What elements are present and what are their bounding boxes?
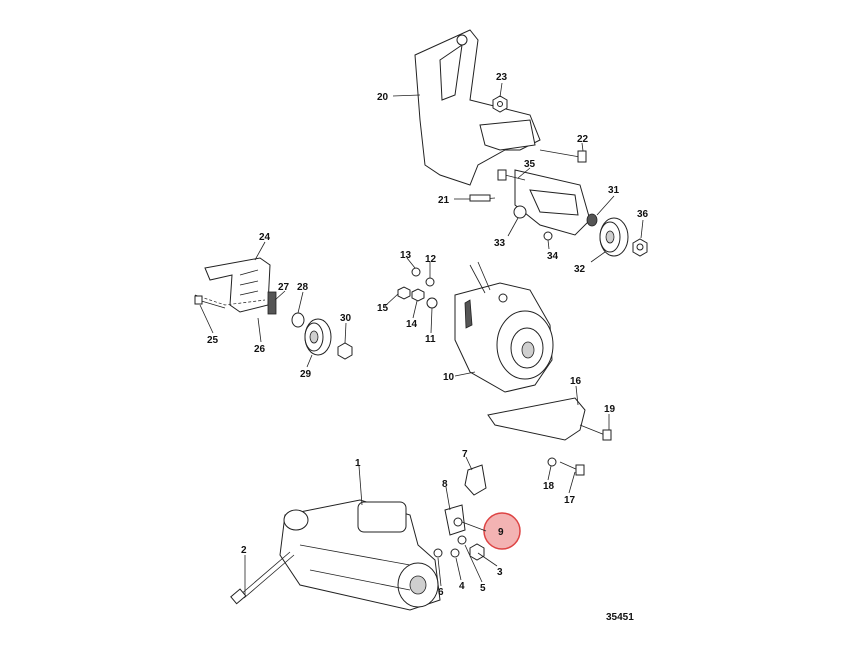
callout-33: 33 [494, 238, 506, 249]
callout-15: 15 [377, 303, 389, 314]
callout-27: 27 [278, 282, 290, 293]
stud-27 [267, 291, 277, 315]
callout-14: 14 [406, 319, 418, 330]
brace-16 [487, 397, 612, 441]
callout-32: 32 [574, 264, 586, 275]
callout-19: 19 [604, 404, 616, 415]
bolt-2 [230, 551, 295, 605]
pulley-29 [304, 318, 332, 356]
nut-36 [632, 238, 648, 257]
highlight-circle [483, 512, 521, 550]
washer-34 [543, 231, 553, 241]
callout-4: 4 [459, 581, 465, 592]
callout-34: 34 [547, 251, 559, 262]
bolt-35 [497, 169, 526, 181]
washer-4 [450, 548, 460, 558]
callout-35: 35 [524, 159, 536, 170]
callout-7: 7 [462, 449, 468, 460]
alternator [454, 261, 554, 393]
callout-10: 10 [443, 372, 455, 383]
leader-lines [199, 82, 644, 595]
callout-28: 28 [297, 282, 309, 293]
callout-22: 22 [577, 134, 589, 145]
nut-30 [337, 342, 353, 360]
alternator-mount-bracket [414, 29, 591, 236]
bracket-24 [194, 257, 271, 313]
callout-18: 18 [543, 481, 555, 492]
callout-9: 9 [498, 527, 504, 538]
nut-3 [469, 543, 485, 561]
bolt-17-washer-18 [547, 457, 585, 476]
callout-29: 29 [300, 369, 312, 380]
callout-20: 20 [377, 92, 389, 103]
callout-23: 23 [496, 72, 508, 83]
callout-26: 26 [254, 344, 266, 355]
callout-3: 3 [497, 567, 503, 578]
boot-7 [464, 464, 487, 496]
callouts: 1 2 3 4 5 6 7 8 9 10 11 12 13 14 15 16 1… [207, 72, 649, 598]
nut-6 [433, 548, 443, 558]
starter-motor [279, 499, 441, 611]
callout-36: 36 [637, 209, 649, 220]
callout-30: 30 [340, 313, 352, 324]
callout-5: 5 [480, 583, 486, 594]
callout-12: 12 [425, 254, 437, 265]
small-hardware [397, 267, 438, 309]
diagram-number: 35451 [606, 612, 634, 623]
bolt-22 [539, 149, 587, 163]
callout-8: 8 [442, 479, 448, 490]
callout-17: 17 [564, 495, 576, 506]
callout-1: 1 [355, 458, 361, 469]
idler-pulley-32 [599, 217, 629, 257]
bolt-25 [194, 295, 226, 309]
callout-11: 11 [425, 334, 436, 345]
spacer-28 [291, 312, 305, 328]
callout-16: 16 [570, 376, 582, 387]
nut-23 [492, 95, 508, 113]
callout-6: 6 [438, 587, 444, 598]
callout-21: 21 [438, 195, 450, 206]
washer-5 [457, 535, 467, 545]
callout-24: 24 [259, 232, 271, 243]
spacer-31 [586, 213, 598, 227]
callout-2: 2 [241, 545, 247, 556]
callout-13: 13 [400, 250, 412, 261]
nut-9 [453, 517, 463, 527]
callout-31: 31 [608, 185, 620, 196]
callout-25: 25 [207, 335, 219, 346]
